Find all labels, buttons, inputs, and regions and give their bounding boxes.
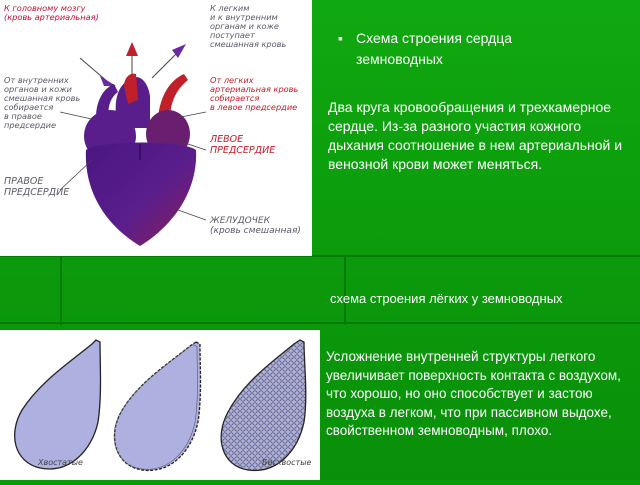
- divider-line: [0, 322, 640, 324]
- ventricle: [85, 142, 197, 246]
- label-right-atrium: ПРАВОЕ ПРЕДСЕРДИЕ: [4, 176, 70, 198]
- divider-line: [60, 255, 62, 325]
- arterial-vessel: [124, 73, 138, 104]
- caption-tailless: Бесхвостые: [262, 458, 312, 467]
- arrow-to-lungs: [151, 44, 186, 79]
- lung-folded: [113, 341, 202, 472]
- caption-tailed: Хвостатые: [38, 458, 83, 467]
- paragraph-lungs: Усложнение внутренней структуры легкого …: [326, 349, 621, 438]
- pointer-line: [181, 141, 207, 151]
- pulmonary-vein: [158, 74, 188, 120]
- label-from-organs: От внутренних органов и кожи смешанная к…: [4, 75, 81, 130]
- pointer-line: [59, 159, 93, 191]
- divider-line: [344, 255, 346, 325]
- divider-line: [0, 255, 640, 257]
- paragraph-circulation: Два круга кровообращения и трехкамерное …: [328, 99, 623, 172]
- vena-cava: [96, 84, 118, 120]
- bullet-text: Схема строения сердца земноводных: [356, 30, 513, 67]
- label-left-atrium: ЛЕВОЕ ПРЕДСЕРДИЕ: [210, 134, 276, 156]
- label-from-lungs: От легких артериальная кровь собирается …: [210, 75, 299, 112]
- lung-alveoli: [221, 340, 306, 471]
- lungs-diagram-panel: Хвостатые Бесхвостые: [0, 330, 320, 480]
- label-to-lungs: К легким и к внутренним органам и коже п…: [210, 3, 287, 49]
- heart-diagram-panel: К головному мозгу (кровь артериальная) К…: [0, 0, 312, 256]
- arrow-from-organs: [79, 57, 116, 86]
- heart-diagram: [59, 42, 207, 246]
- label-ventricle: ЖЕЛУДОЧЕК (кровь смешанная): [210, 216, 301, 236]
- pointer-line: [175, 111, 207, 119]
- lung-simple: [14, 339, 102, 470]
- arrow-to-brain: [126, 42, 138, 78]
- bullet-list: ▪ Схема строения сердца земноводных: [336, 28, 566, 70]
- label-to-brain: К головному мозгу (кровь артериальная): [4, 3, 99, 22]
- lung-folded-inner: [113, 344, 198, 470]
- bullet-item: ▪ Схема строения сердца земноводных: [336, 28, 566, 70]
- pointer-line: [59, 111, 97, 121]
- lungs-caption: схема строения лёгких у земноводных: [330, 291, 563, 306]
- lungs-diagram: [14, 339, 307, 472]
- bullet-dot: ▪: [338, 30, 343, 46]
- pointer-line: [177, 209, 207, 221]
